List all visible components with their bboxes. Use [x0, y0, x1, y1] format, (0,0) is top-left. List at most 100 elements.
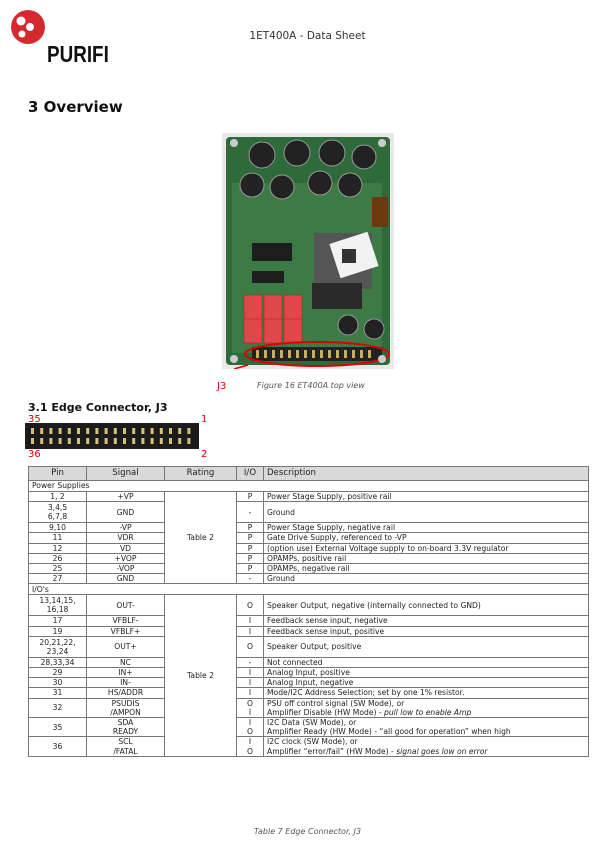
- signal-cell: PSUDIS: [86, 697, 165, 708]
- connector-pin: [169, 438, 172, 444]
- connector-pin: [31, 428, 34, 434]
- connector-pin: [86, 438, 90, 444]
- description-cell: Gate Drive Supply, referenced to -VP: [263, 532, 589, 544]
- io-cell: O: [236, 697, 264, 708]
- pin-cell: 20,21,22, 23,24: [28, 635, 87, 658]
- group-power-supplies: Power Supplies: [28, 480, 589, 492]
- signal-cell: IN+: [86, 667, 165, 679]
- group-io: I/O's: [28, 583, 589, 596]
- description-cell: Not connected: [263, 656, 589, 669]
- connector-pin: [150, 438, 154, 444]
- io-cell: O: [236, 635, 264, 658]
- description-note: signal goes low on error: [396, 746, 488, 756]
- connector-pin: [141, 438, 145, 444]
- signal-cell: OUT+: [86, 635, 165, 658]
- description-cell: Power Stage Supply, negative rail: [263, 522, 589, 534]
- header-signal: Signal: [86, 466, 165, 481]
- description-cell: Ground: [263, 501, 589, 524]
- signal-cell: +VP: [86, 490, 165, 503]
- connector-pin: [159, 428, 163, 434]
- pin-cell: 28,33,34: [28, 656, 87, 669]
- io-cell: P: [236, 490, 264, 503]
- connector-picture: [25, 423, 199, 449]
- io-cell: O: [236, 594, 264, 617]
- description-cell: Feedback sense input, positive: [263, 625, 589, 637]
- signal-cell: SCL: [86, 736, 165, 747]
- section-title: 3 Overview: [28, 98, 123, 116]
- rating-cell: Table 2: [164, 490, 237, 585]
- io-cell: I: [236, 667, 264, 679]
- io-cell: I: [236, 625, 264, 637]
- io-cell: I: [236, 687, 264, 699]
- connector-pin: [95, 428, 99, 434]
- group-io-label: I/O's: [28, 583, 589, 596]
- connector-pin: [123, 438, 126, 444]
- connector-pin: [58, 428, 62, 434]
- connector-pin: [95, 438, 99, 444]
- description-cell: Feedback sense input, negative: [263, 615, 589, 627]
- pin-cell: 26: [28, 552, 87, 565]
- connector-pin: [86, 428, 90, 434]
- signal-cell: GND: [86, 501, 165, 524]
- purifi-logo-icon: [11, 10, 45, 44]
- connector-pin: [40, 428, 44, 434]
- table-header-row: Pin Signal Rating I/O Description: [28, 466, 589, 481]
- connector-pin: [113, 438, 117, 444]
- header-io: I/O: [236, 466, 264, 481]
- description-cell: Ground: [263, 573, 589, 585]
- signal-cell: IN-: [86, 677, 165, 689]
- connector-pin: [49, 428, 53, 434]
- io-cell: I: [236, 717, 264, 728]
- signal-cell: GND: [86, 573, 165, 585]
- pin-cell: 11: [28, 532, 87, 544]
- connector-pin: [77, 428, 80, 434]
- pin-cell: 29: [28, 667, 87, 679]
- description-note: pull low to enable Amp: [384, 707, 472, 717]
- j3-marker-label: J3: [217, 381, 227, 392]
- description-cell: I2C clock (SW Mode), or: [263, 736, 589, 747]
- io-cell: O: [236, 746, 264, 757]
- pin-cell: 9,10: [28, 522, 87, 534]
- group-power-supplies-label: Power Supplies: [28, 480, 589, 492]
- pin-label-1: 1: [201, 414, 208, 425]
- pin-label-36: 36: [28, 449, 41, 460]
- description-text: Amplifier Disable (HW Mode) -: [267, 707, 385, 717]
- signal-cell: SDA: [86, 717, 165, 728]
- description-cell: OPAMPs, negative rail: [263, 563, 589, 575]
- signal-cell: /AMPON: [86, 707, 165, 719]
- description-cell: Amplifier “error/fail” (HW Mode) - signa…: [263, 746, 589, 757]
- description-cell: Speaker Output, negative (internally con…: [263, 594, 589, 617]
- description-cell: (option use) External Voltage supply to …: [263, 542, 589, 554]
- connector-pin: [132, 428, 136, 434]
- pin-cell: 3,4,5 6,7,8: [28, 501, 87, 524]
- io-cell: P: [236, 532, 264, 544]
- description-cell: Speaker Output, positive: [263, 635, 589, 658]
- description-text: Amplifier Ready (HW Mode) - “all good fo…: [267, 727, 511, 737]
- io-cell: P: [236, 542, 264, 554]
- connector-pin: [187, 438, 191, 444]
- connector-pin: [178, 438, 182, 444]
- logo-wordmark: PURIFI: [47, 41, 109, 67]
- header-pin: Pin: [28, 466, 87, 481]
- io-cell: -: [236, 573, 264, 585]
- board-photo: [222, 133, 394, 369]
- signal-cell: +VOP: [86, 552, 165, 565]
- signal-cell: -VOP: [86, 563, 165, 575]
- pin-cell: 12: [28, 542, 87, 554]
- connector-pin: [169, 428, 172, 434]
- signal-cell: -VP: [86, 522, 165, 534]
